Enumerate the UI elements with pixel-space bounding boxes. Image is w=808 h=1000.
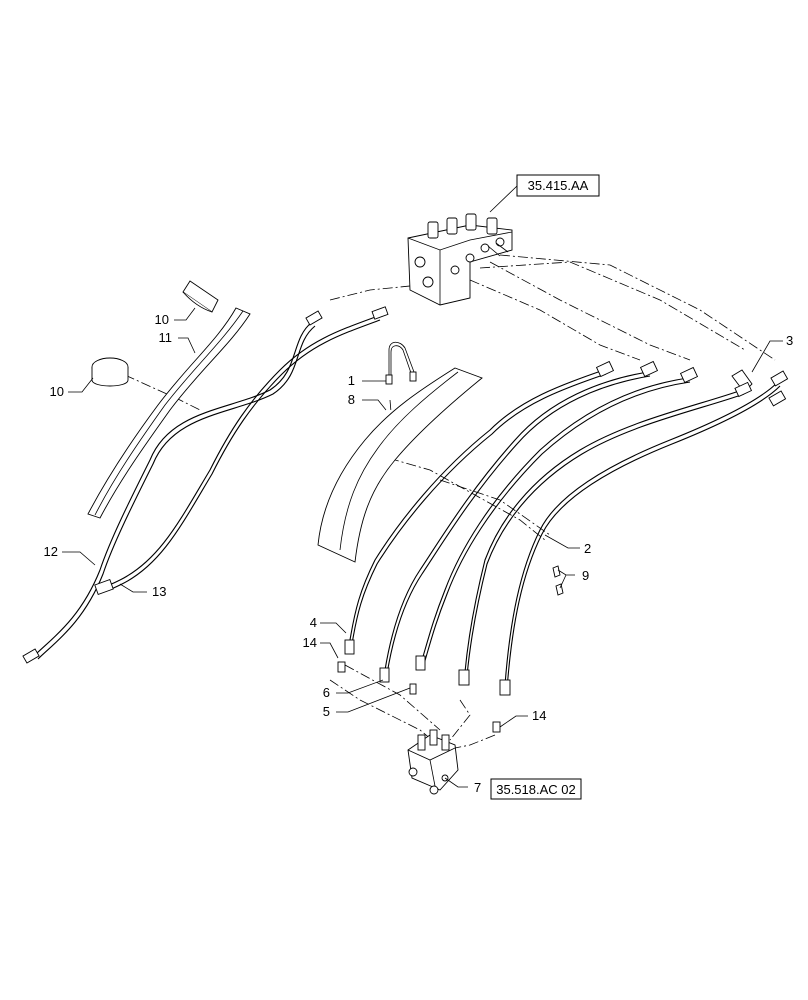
reference-box-bottom[interactable]: 35.518.AC 02	[490, 778, 582, 800]
hose-with-elbow-3[interactable]	[458, 369, 753, 686]
callout-7: 7	[474, 780, 481, 795]
callout-5: 5	[323, 704, 330, 719]
callout-12: 12	[44, 544, 58, 559]
protective-sleeve-8[interactable]	[317, 367, 483, 563]
callout-14-right: 14	[532, 708, 546, 723]
protective-sleeve-11[interactable]	[87, 307, 251, 519]
hose-to-item-6[interactable]	[379, 360, 659, 683]
callout-14-left: 14	[303, 635, 317, 650]
callout-6: 6	[323, 685, 330, 700]
callout-labels: 1 2 3 4 5 6 7 8 9 10 10 11 12 13 14 14	[44, 312, 794, 795]
fitting-14-left[interactable]	[337, 661, 346, 673]
control-valve[interactable]	[407, 213, 513, 306]
u-bolt-1[interactable]	[385, 341, 417, 385]
hose-12[interactable]	[22, 310, 323, 664]
reference-label-top: 35.415.AA	[528, 178, 589, 193]
callout-3: 3	[786, 333, 793, 348]
callout-4: 4	[310, 615, 317, 630]
hose-to-item-4[interactable]	[344, 360, 615, 655]
callout-11: 11	[159, 330, 173, 345]
fittings-9[interactable]	[552, 565, 564, 596]
callout-10-upper: 10	[155, 312, 169, 327]
reference-label-bottom: 35.518.AC 02	[496, 782, 576, 797]
callout-13: 13	[152, 584, 166, 599]
hose-to-item-5[interactable]	[415, 366, 699, 671]
fitting-5-small[interactable]	[409, 683, 417, 695]
reference-box-top[interactable]: 35.415.AA	[489, 174, 600, 213]
ring-10-lower[interactable]	[91, 357, 129, 387]
callout-1: 1	[348, 373, 355, 388]
sleeve-clip-10-upper[interactable]	[182, 280, 219, 313]
leader-lines	[62, 307, 783, 788]
fitting-14-right[interactable]	[492, 721, 501, 733]
callout-2: 2	[584, 541, 591, 556]
alignment-lines	[124, 254, 776, 751]
callout-8: 8	[348, 392, 355, 407]
hose-to-lower-right[interactable]	[499, 370, 789, 696]
callout-9: 9	[582, 568, 589, 583]
callout-10-lower: 10	[50, 384, 64, 399]
